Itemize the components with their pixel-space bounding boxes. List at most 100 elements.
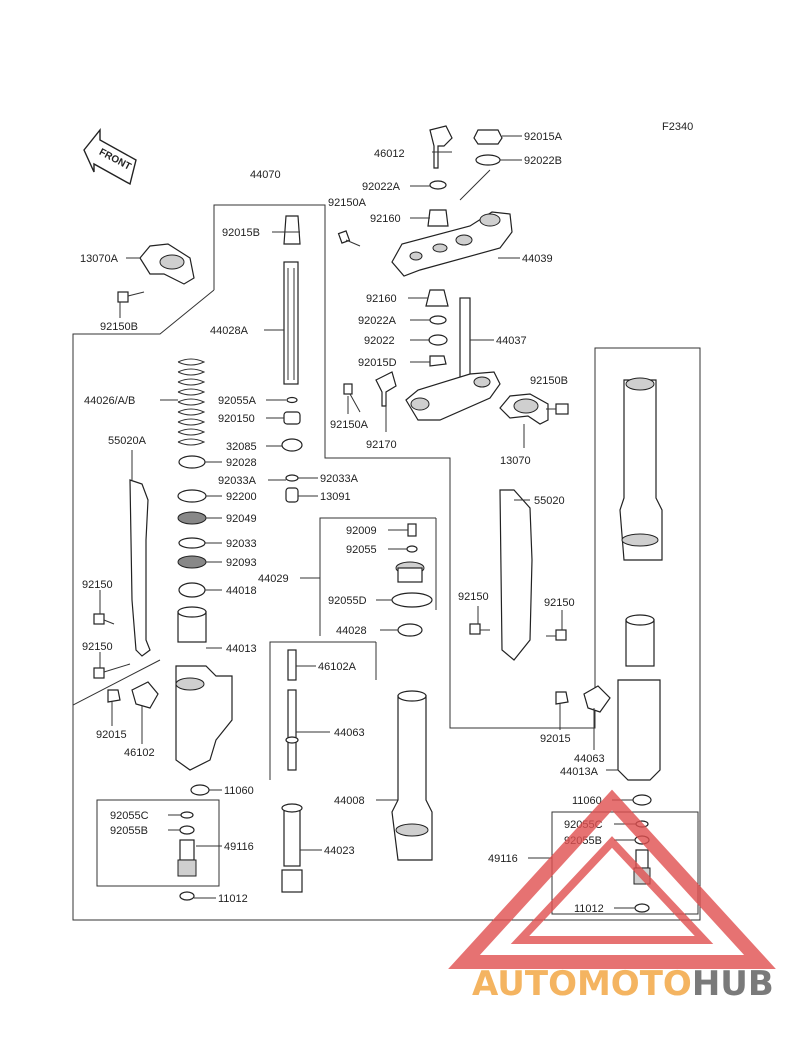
label-11060-right: 11060 bbox=[572, 795, 602, 807]
fork-spring-44026 bbox=[177, 358, 206, 446]
bolt-92150B-left bbox=[117, 291, 145, 303]
washer-92022 bbox=[428, 334, 448, 346]
rod-46102 bbox=[285, 689, 299, 771]
watermark-part1: AUTOMOTO bbox=[472, 964, 692, 1004]
label-11012-left: 11012 bbox=[218, 893, 248, 905]
rod-46102A bbox=[287, 649, 297, 681]
bolt-92150-r1 bbox=[469, 623, 490, 635]
label-92170: 92170 bbox=[366, 439, 397, 451]
o-ring-92055D bbox=[391, 592, 433, 608]
collar-92015B bbox=[283, 215, 301, 245]
label-92200: 92200 bbox=[226, 491, 257, 503]
o-ring-92055A bbox=[286, 396, 298, 404]
washer-92200 bbox=[177, 489, 207, 503]
label-92160-mid: 92160 bbox=[366, 293, 397, 305]
label-92009: 92009 bbox=[346, 525, 377, 537]
label-92150B-right: 92150B bbox=[530, 375, 568, 387]
washer-92022A-mid bbox=[429, 315, 447, 325]
label-49116-left: 49116 bbox=[224, 841, 254, 853]
label-92022: 92022 bbox=[364, 335, 395, 347]
seal-11012-right bbox=[634, 903, 650, 913]
bolt-92150B-right bbox=[546, 403, 569, 415]
label-920150: 920150 bbox=[218, 413, 255, 425]
cylinder-44023 bbox=[281, 803, 303, 893]
label-92028: 92028 bbox=[226, 457, 257, 469]
bolt-92150-l2 bbox=[93, 663, 131, 679]
outer-tube-right bbox=[619, 377, 663, 561]
label-55020A: 55020A bbox=[108, 435, 147, 447]
bushing-32085 bbox=[281, 438, 303, 452]
clamp-44063-right bbox=[583, 685, 611, 713]
label-44063-left: 46102 bbox=[124, 747, 155, 759]
handlebar-clamp-13070A bbox=[139, 243, 195, 285]
nut-92015-right bbox=[555, 691, 569, 705]
label-44039: 44039 bbox=[522, 253, 553, 265]
steering-stem-44037 bbox=[405, 297, 501, 421]
label-44063-right: 44063 bbox=[574, 753, 605, 765]
label-92049: 92049 bbox=[226, 513, 257, 525]
o-ring-92055B-left bbox=[179, 825, 195, 835]
handlebar-holder-46012 bbox=[429, 125, 453, 169]
label-44008: 44008 bbox=[334, 795, 365, 807]
guard-55020 bbox=[499, 489, 533, 661]
label-92150-r1: 92150 bbox=[458, 591, 489, 603]
label-92150-l1: 92150 bbox=[82, 579, 113, 591]
bolt-92150A-top bbox=[337, 230, 361, 247]
label-44029: 44029 bbox=[258, 573, 289, 585]
label-46012: 46012 bbox=[374, 148, 405, 160]
label-92150A-mid: 92150A bbox=[330, 419, 369, 431]
label-92015-left: 92015 bbox=[96, 729, 127, 741]
nut-92015D bbox=[429, 355, 447, 367]
steering-stem-nut bbox=[473, 129, 503, 166]
label-92160-top: 92160 bbox=[370, 213, 401, 225]
bolt-92150A-mid bbox=[343, 383, 361, 413]
inner-tube-44013A bbox=[617, 614, 661, 781]
label-92150-r2: 92150 bbox=[544, 597, 575, 609]
washer-92022A-top bbox=[429, 180, 447, 190]
figure-code: F2340 bbox=[662, 121, 693, 133]
seal-11012-left bbox=[179, 891, 195, 901]
o-ring-92055 bbox=[406, 545, 418, 553]
label-92033A-right: 92033A bbox=[320, 473, 359, 485]
o-ring-92055C-left bbox=[180, 811, 194, 819]
bolt-92150-r2 bbox=[546, 629, 567, 641]
label-46102A: 46102A bbox=[318, 661, 357, 673]
label-32085: 32085 bbox=[226, 441, 257, 453]
label-92033A-left: 92033A bbox=[218, 475, 257, 487]
watermark: AUTOMOTOHUB bbox=[448, 789, 776, 1004]
label-13070: 13070 bbox=[500, 455, 531, 467]
leader-lines bbox=[99, 135, 636, 909]
label-92150B-left: 92150B bbox=[100, 321, 138, 333]
label-44037: 44037 bbox=[496, 335, 527, 347]
front-arrow-icon: FRONT bbox=[83, 128, 137, 186]
label-44013A: 44013A bbox=[560, 766, 599, 778]
label-92055D: 92055D bbox=[328, 595, 367, 607]
nut-92015-left bbox=[107, 689, 121, 703]
watermark-triangle-icon bbox=[448, 789, 776, 969]
label-44028A: 44028A bbox=[210, 325, 249, 337]
label-92055B-left: 92055B bbox=[110, 825, 148, 837]
label-44026: 44026/A/B bbox=[84, 395, 135, 407]
assembly-outlines bbox=[72, 204, 701, 921]
label-92055: 92055 bbox=[346, 544, 377, 556]
label-49116-right: 49116 bbox=[488, 853, 518, 865]
valve-49116-left bbox=[177, 839, 197, 877]
label-92015D: 92015D bbox=[358, 357, 397, 369]
label-13070A: 13070A bbox=[80, 253, 119, 265]
cap-92009 bbox=[407, 523, 417, 537]
circlip-92033 bbox=[178, 537, 206, 549]
cylinder-44028A bbox=[283, 261, 299, 385]
label-92022A-mid: 92022A bbox=[358, 315, 397, 327]
label-46102: 44063 bbox=[334, 727, 365, 739]
label-92093: 92093 bbox=[226, 557, 257, 569]
label-44018: 44018 bbox=[226, 585, 257, 597]
label-92015-right: 92015 bbox=[540, 733, 571, 745]
label-13091: 13091 bbox=[320, 491, 351, 503]
oil-seal-92093 bbox=[177, 555, 207, 569]
cap-44028 bbox=[397, 623, 423, 637]
guard-55020A bbox=[129, 479, 151, 657]
upper-bracket-44039 bbox=[391, 211, 513, 277]
label-55020: 55020 bbox=[534, 495, 565, 507]
label-92150-l2: 92150 bbox=[82, 641, 113, 653]
